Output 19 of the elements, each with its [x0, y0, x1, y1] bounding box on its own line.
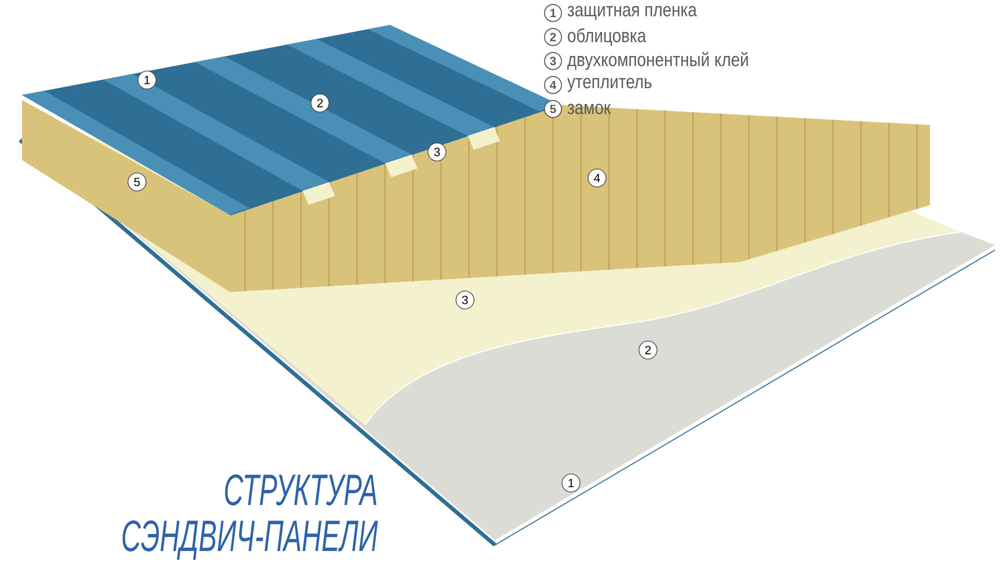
title: СТРУКТУРА СЭНДВИЧ-ПАНЕЛИ	[122, 474, 378, 560]
callout-number: 2	[638, 340, 658, 360]
legend-text: облицовка	[568, 28, 646, 46]
callout-number: 1	[138, 70, 156, 90]
callout-number: 2	[310, 94, 330, 112]
callout-number: 1	[562, 474, 580, 492]
legend-text: двухкомпонентный клей	[567, 52, 748, 70]
legend-text: защитная пленка	[568, 6, 697, 20]
callout-number: 5	[128, 172, 146, 192]
legend-text: утеплитель	[567, 78, 652, 92]
legend-number: 5	[544, 100, 562, 118]
legend-text: замок	[568, 104, 611, 114]
legend-number: 1	[544, 4, 562, 22]
legend-number: 3	[544, 52, 562, 70]
legend-number: 4	[544, 76, 562, 94]
callout-number: 3	[456, 290, 474, 310]
legend-number: 2	[544, 28, 562, 46]
callout-number: 3	[428, 142, 446, 162]
callout-number: 4	[588, 168, 606, 188]
